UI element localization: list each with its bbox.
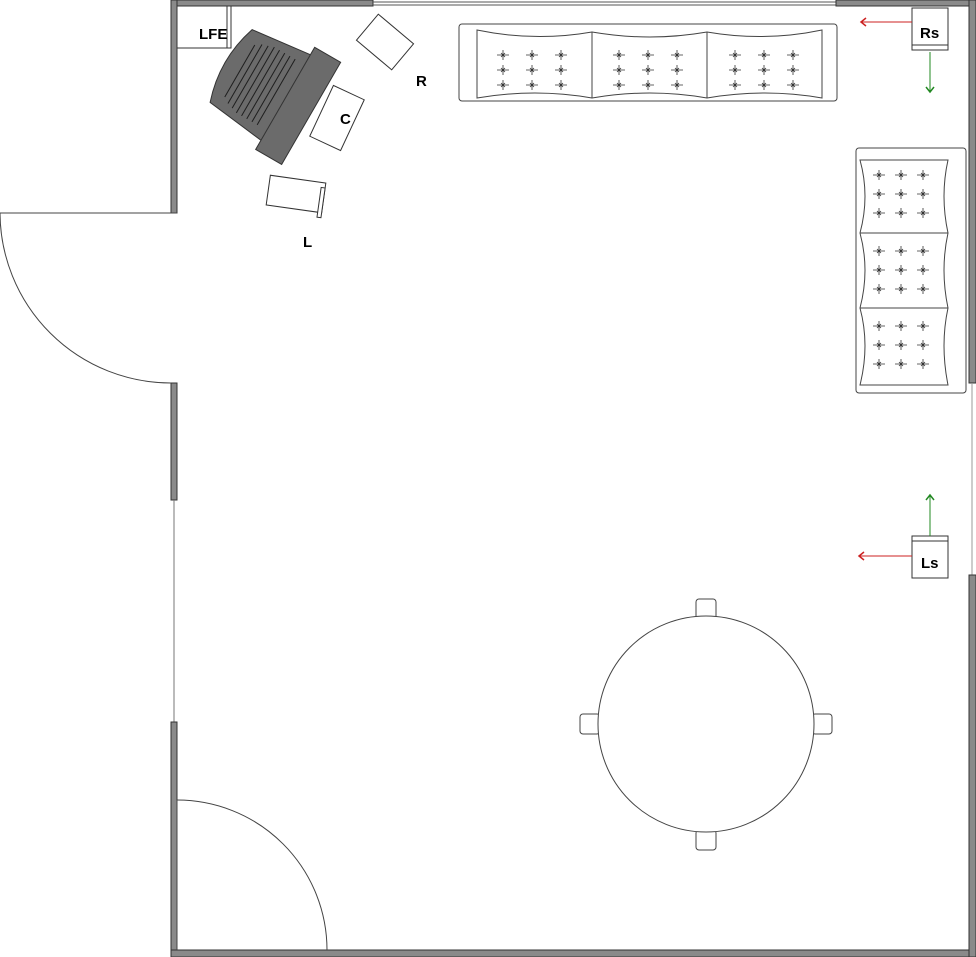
cushion-tuft <box>873 359 885 369</box>
speaker-ls: Ls <box>857 493 949 579</box>
cushion-tuft <box>895 359 907 369</box>
top-wall-left <box>170 0 374 7</box>
cushion-tuft <box>873 321 885 331</box>
cushion-tuft <box>642 80 654 90</box>
cushion-tuft <box>671 50 683 60</box>
cushion-tuft <box>758 65 770 75</box>
cushion-tuft <box>497 80 509 90</box>
speaker-center-label: C <box>340 111 351 128</box>
cushion-tuft <box>613 65 625 75</box>
speaker-center: C <box>309 84 365 152</box>
cushion-tuft <box>497 50 509 60</box>
cushion-tuft <box>917 170 929 180</box>
bottom-wall <box>170 949 976 957</box>
speaker-left-label: L <box>303 234 312 251</box>
cushion-tuft <box>526 50 538 60</box>
speaker-rs-label: Rs <box>920 25 939 42</box>
cushion-tuft <box>729 50 741 60</box>
cushion-tuft <box>671 65 683 75</box>
cushion-tuft <box>895 265 907 275</box>
speaker-right-label: R <box>416 73 427 90</box>
cushion-tuft <box>873 246 885 256</box>
cushion-tuft <box>758 80 770 90</box>
cushion-tuft <box>917 265 929 275</box>
dining-table <box>579 598 833 851</box>
cushion-tuft <box>895 208 907 218</box>
cushion-tuft <box>642 50 654 60</box>
speaker-right: R <box>355 13 427 90</box>
cushion-tuft <box>873 340 885 350</box>
cushion-tuft <box>917 189 929 199</box>
cushion-tuft <box>873 265 885 275</box>
cushion-tuft <box>917 359 929 369</box>
left-wall-upper <box>170 0 178 214</box>
speaker-lfe-label: LFE <box>199 26 227 43</box>
cushion-tuft <box>873 170 885 180</box>
door-left <box>0 212 172 384</box>
cushion-tuft <box>497 65 509 75</box>
cushion-tuft <box>555 80 567 90</box>
cushion-tuft <box>613 80 625 90</box>
cushion-tuft <box>555 50 567 60</box>
left-wall-lower <box>170 721 178 957</box>
cushion-tuft <box>526 80 538 90</box>
sofa-top <box>458 23 838 102</box>
cushion-tuft <box>917 340 929 350</box>
cushion-tuft <box>917 208 929 218</box>
cushion-tuft <box>526 65 538 75</box>
cushion-tuft <box>758 50 770 60</box>
cushion-tuft <box>555 65 567 75</box>
cushion-tuft <box>613 50 625 60</box>
cushion-tuft <box>917 321 929 331</box>
cushion-tuft <box>895 189 907 199</box>
cushion-tuft <box>873 208 885 218</box>
cushion-tuft <box>895 340 907 350</box>
cushion-tuft <box>729 65 741 75</box>
cushion-tuft <box>873 284 885 294</box>
cushion-tuft <box>917 284 929 294</box>
tv-unit <box>209 29 342 166</box>
right-wall-lower <box>968 574 976 957</box>
cushion-tuft <box>873 189 885 199</box>
speaker-left: L <box>265 174 327 251</box>
cushion-tuft <box>671 80 683 90</box>
door-bottom <box>176 799 328 951</box>
sofa-right <box>855 147 967 394</box>
cushion-tuft <box>729 80 741 90</box>
cushion-tuft <box>787 80 799 90</box>
speaker-lfe: LFE <box>176 5 232 49</box>
cushion-tuft <box>895 321 907 331</box>
cushion-tuft <box>642 65 654 75</box>
speaker-rs: Rs <box>859 7 949 94</box>
cushion-tuft <box>895 284 907 294</box>
left-wall-middle <box>170 382 178 501</box>
cushion-tuft <box>787 50 799 60</box>
cushion-tuft <box>917 246 929 256</box>
right-wall-upper <box>968 0 976 384</box>
top-wall-right <box>835 0 976 7</box>
cushion-tuft <box>895 170 907 180</box>
cushion-tuft <box>787 65 799 75</box>
speaker-ls-label: Ls <box>921 555 939 572</box>
cushion-tuft <box>895 246 907 256</box>
